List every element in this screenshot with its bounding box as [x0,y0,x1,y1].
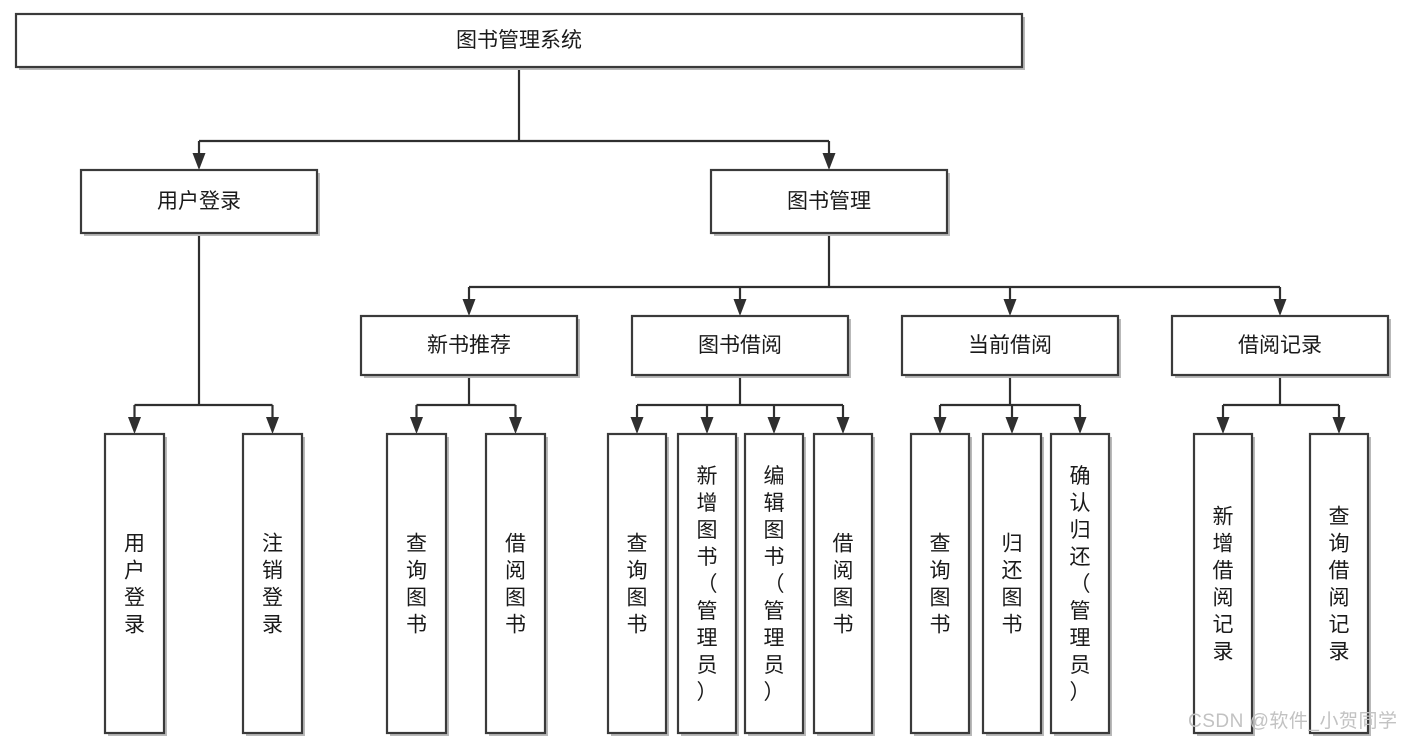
edge-group-current_borrow [933,375,1087,434]
node-leaf-logout[interactable]: 注销登录 [241,432,305,736]
node-leaf-add-book[interactable]: 新增图书（管理员） [676,432,739,736]
node-new-book-rec[interactable]: 新书推荐 [359,314,580,378]
node-label: 编辑图书（管理员） [764,465,785,704]
node-label: 归还图书 [1002,533,1023,637]
node-label: 当前借阅 [968,334,1052,357]
node-label: 新增借阅记录 [1213,506,1234,664]
node-label: 查询借阅记录 [1329,506,1350,664]
node-label: 图书管理 [787,190,871,213]
node-label: 图书管理系统 [456,29,582,52]
node-label: 借阅图书 [833,533,854,637]
node-label: 查询图书 [406,533,427,637]
node-root[interactable]: 图书管理系统 [14,12,1025,70]
node-book-borrow[interactable]: 图书借阅 [630,314,851,378]
node-leaf-add-record[interactable]: 新增借阅记录 [1192,432,1255,736]
node-leaf-query-book-1[interactable]: 查询图书 [385,432,449,736]
edge-group-borrow_record [1216,375,1346,434]
edge-group-book_manage [462,233,1287,316]
node-label: 查询图书 [930,533,951,637]
node-user-login[interactable]: 用户登录 [79,168,320,236]
connector-layer [128,67,1346,434]
node-leaf-confirm-return[interactable]: 确认归还（管理员） [1049,432,1112,736]
node-leaf-edit-book[interactable]: 编辑图书（管理员） [743,432,806,736]
node-leaf-borrow-book-1[interactable]: 借阅图书 [484,432,548,736]
node-label: 新增图书（管理员） [697,465,718,704]
node-label: 图书借阅 [698,334,782,357]
node-leaf-query-book-2[interactable]: 查询图书 [606,432,669,736]
node-label: 用户登录 [157,190,241,213]
node-label: 用户登录 [124,533,145,637]
edge-group-book_borrow [630,375,850,434]
node-layer: 图书管理系统用户登录图书管理新书推荐图书借阅当前借阅借阅记录用户登录注销登录查询… [14,12,1391,736]
node-label: 借阅记录 [1238,334,1322,357]
node-book-manage[interactable]: 图书管理 [709,168,950,236]
node-borrow-record[interactable]: 借阅记录 [1170,314,1391,378]
node-label: 借阅图书 [505,533,526,637]
edge-group-new_book_rec [410,375,522,434]
node-current-borrow[interactable]: 当前借阅 [900,314,1121,378]
node-label: 确认归还（管理员） [1070,465,1091,704]
edge-group-root [192,67,836,170]
node-label: 新书推荐 [427,334,511,357]
node-leaf-user-login[interactable]: 用户登录 [103,432,167,736]
watermark-label: CSDN @软件_小贺同学 [1188,711,1398,732]
node-leaf-borrow-book-2[interactable]: 借阅图书 [812,432,875,736]
node-leaf-query-record[interactable]: 查询借阅记录 [1308,432,1371,736]
edge-group-user_login [128,233,279,434]
node-label: 注销登录 [262,533,283,637]
node-leaf-return-book[interactable]: 归还图书 [981,432,1044,736]
node-label: 查询图书 [627,533,648,637]
node-leaf-query-book-3[interactable]: 查询图书 [909,432,972,736]
